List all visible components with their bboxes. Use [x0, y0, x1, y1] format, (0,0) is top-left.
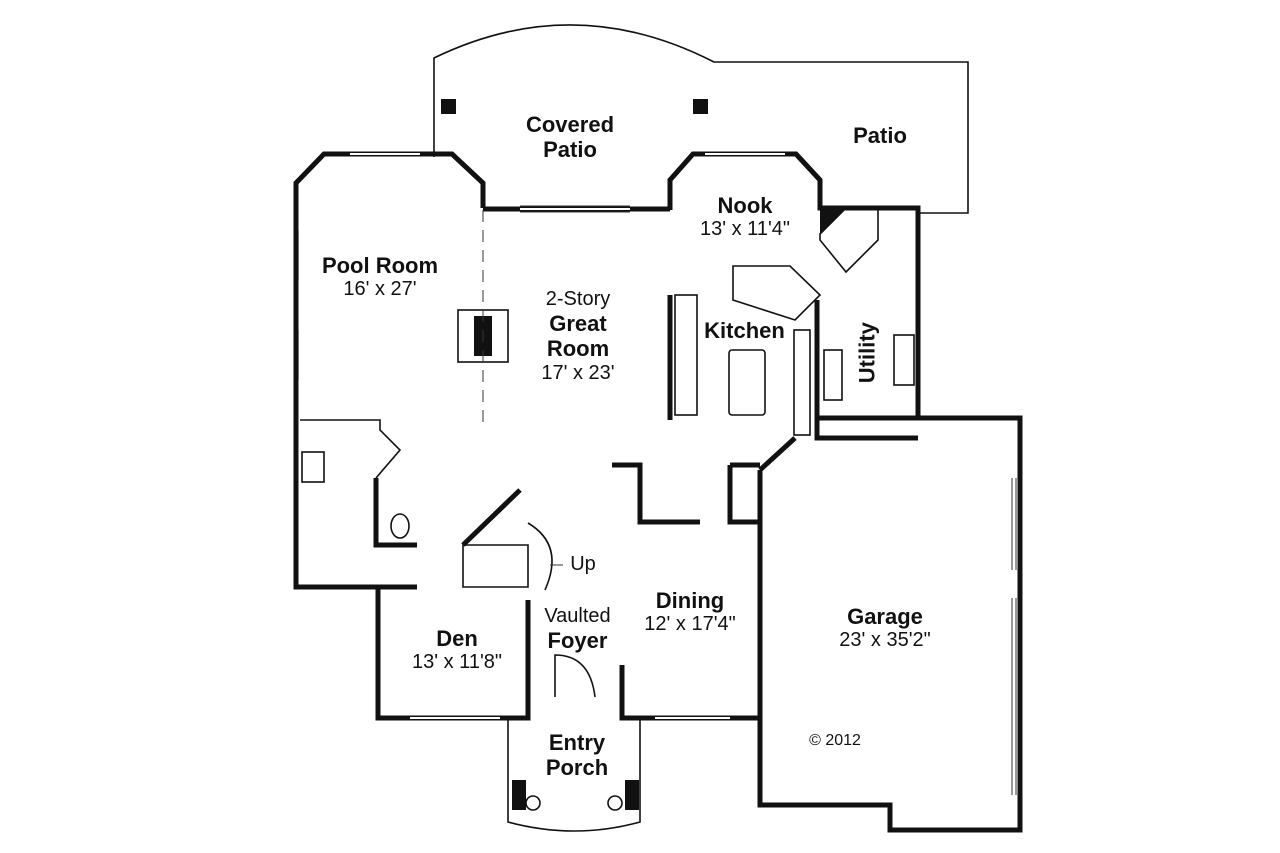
nook-name: Nook	[717, 193, 773, 218]
porch-column	[512, 780, 526, 810]
sink	[301, 451, 325, 483]
stair-rail	[461, 488, 522, 547]
great-room-size: 17' x 23'	[541, 361, 615, 384]
pool-bath-wall	[300, 419, 402, 479]
covered-patio-line2: Patio	[543, 137, 597, 163]
dining-wall	[619, 665, 760, 721]
den-label: Den 13' x 11'8"	[397, 626, 517, 674]
kitchen-island	[728, 349, 766, 416]
garage-wall	[757, 415, 1023, 833]
foyer-label: Vaulted Foyer	[530, 605, 625, 653]
foyer-prefix: Vaulted	[544, 605, 611, 627]
nook-size: 13' x 11'4"	[700, 218, 790, 241]
toilet	[390, 513, 410, 539]
pool-room-wall	[293, 151, 486, 590]
garage-name: Garage	[847, 604, 923, 629]
den-wall	[375, 584, 531, 721]
pool-room-label: Pool Room 16' x 27'	[315, 253, 445, 301]
covered-patio-line1: Covered	[525, 112, 615, 137]
garage-size: 23' x 35'2"	[839, 629, 931, 652]
patio-column	[441, 99, 456, 114]
pool-room-size: 16' x 27'	[343, 278, 417, 301]
entry-door-swing	[554, 654, 596, 698]
utility-label: Utility	[854, 322, 880, 384]
patio-outline	[433, 24, 969, 214]
patio-column	[693, 99, 708, 114]
nook-wall	[667, 151, 921, 421]
copyright-notice: © 2012	[809, 732, 861, 749]
dining-name: Dining	[655, 588, 725, 613]
stairs	[462, 544, 529, 588]
dining-label: Dining 12' x 17'4"	[630, 588, 750, 636]
kitchen-counter-side	[793, 329, 811, 436]
pantry-wall	[612, 462, 760, 525]
pool-bath-wall	[373, 478, 417, 548]
porch-column-base	[525, 795, 541, 811]
garage-label: Garage 23' x 35'2"	[815, 604, 955, 652]
nook-label: Nook 13' x 11'4"	[680, 193, 810, 241]
utility-wall	[814, 300, 918, 441]
entry-porch-outline	[507, 718, 641, 832]
porch-column	[625, 780, 639, 810]
entry-porch-line2: Porch	[545, 755, 609, 781]
great-room-line1: Great	[549, 311, 607, 336]
kitchen-counter-upper	[732, 265, 822, 321]
great-room-line2: Room	[546, 336, 610, 362]
porch-column-base	[607, 795, 623, 811]
entry-porch-line1: Entry	[548, 730, 606, 755]
stairs-up-label: Up	[570, 553, 596, 575]
powder-shower	[819, 207, 879, 274]
great-room-label: 2-Story Great Room 17' x 23'	[518, 288, 638, 385]
den-name: Den	[436, 626, 478, 651]
pool-room-name: Pool Room	[321, 253, 439, 278]
dryer	[823, 349, 843, 401]
kitchen-label: Kitchen	[704, 318, 785, 343]
patio-label: Patio	[853, 123, 907, 148]
foyer-wall	[525, 694, 625, 718]
den-size: 13' x 11'8"	[412, 651, 502, 674]
foyer-name: Foyer	[547, 628, 608, 653]
washer	[893, 334, 915, 386]
dining-size: 12' x 17'4"	[644, 613, 736, 636]
stairs-curve	[527, 522, 553, 591]
great-room-prefix: 2-Story	[545, 288, 611, 310]
entry-porch-label: Entry Porch	[527, 730, 627, 781]
kitchen-exterior-wall	[758, 436, 797, 472]
kitchen-counter	[674, 294, 698, 416]
covered-patio-label: Covered Patio	[505, 112, 635, 163]
